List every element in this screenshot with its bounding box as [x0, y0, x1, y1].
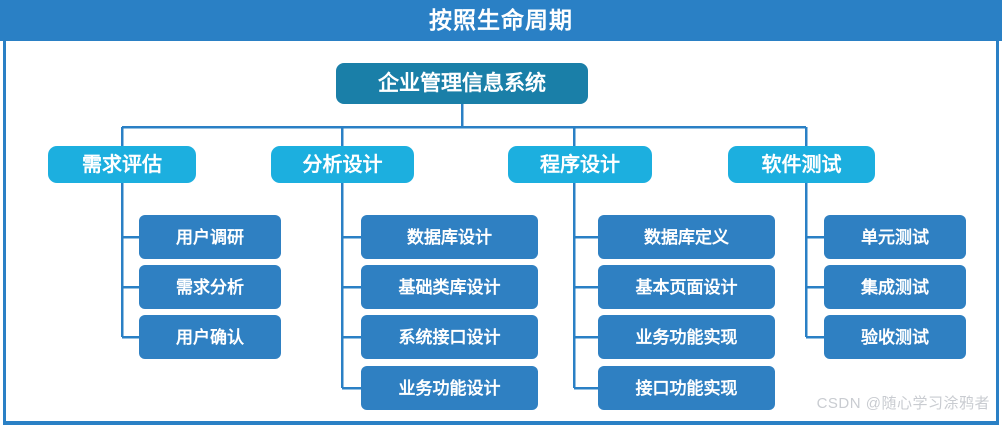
- node-branch-3[interactable]: 程序设计: [508, 146, 652, 183]
- node-branch-3-child-2[interactable]: 基本页面设计: [598, 265, 775, 309]
- node-branch-1-child-1[interactable]: 用户调研: [139, 215, 281, 259]
- node-branch-1-child-2-label: 需求分析: [176, 277, 244, 297]
- node-branch-2-child-4-label: 业务功能设计: [398, 378, 501, 398]
- node-branch-1-child-3-label: 用户确认: [176, 327, 244, 347]
- diagram-canvas: 企业管理信息系统 需求评估 分析设计 程序设计 软件测试 用户调研 需求分析: [3, 41, 999, 425]
- node-branch-4-child-1-label: 单元测试: [861, 227, 929, 247]
- node-branch-3-child-2-label: 基本页面设计: [635, 277, 738, 297]
- title-bar: 按照生命周期: [0, 0, 1002, 41]
- node-branch-1-child-3[interactable]: 用户确认: [139, 315, 281, 359]
- node-branch-2-label: 分析设计: [302, 153, 383, 176]
- node-branch-1-label: 需求评估: [82, 153, 162, 176]
- node-branch-2-child-1-label: 数据库设计: [407, 227, 492, 247]
- node-branch-4-child-2-label: 集成测试: [861, 277, 929, 297]
- node-branch-3-label: 程序设计: [540, 153, 620, 176]
- node-branch-3-child-3-label: 业务功能实现: [635, 327, 738, 347]
- page-title: 按照生命周期: [429, 7, 573, 33]
- node-branch-1-child-1-label: 用户调研: [176, 227, 244, 247]
- node-branch-3-child-4[interactable]: 接口功能实现: [598, 366, 775, 410]
- watermark: CSDN @随心学习涂鸦者: [816, 395, 990, 412]
- node-branch-2-child-1[interactable]: 数据库设计: [361, 215, 538, 259]
- node-branch-2-child-3-label: 系统接口设计: [398, 327, 501, 347]
- node-branch-4-child-3-label: 验收测试: [861, 327, 929, 347]
- node-branch-4-label: 软件测试: [761, 153, 842, 176]
- node-branch-4-child-2[interactable]: 集成测试: [824, 265, 966, 309]
- node-branch-4-child-1[interactable]: 单元测试: [824, 215, 966, 259]
- node-branch-2-child-4[interactable]: 业务功能设计: [361, 366, 538, 410]
- node-root-label: 企业管理信息系统: [378, 72, 546, 95]
- node-branch-2[interactable]: 分析设计: [271, 146, 414, 183]
- node-branch-3-child-4-label: 接口功能实现: [635, 378, 738, 398]
- node-branch-4[interactable]: 软件测试: [728, 146, 875, 183]
- node-branch-3-child-1-label: 数据库定义: [644, 227, 729, 247]
- node-branch-1-child-2[interactable]: 需求分析: [139, 265, 281, 309]
- node-branch-4-child-3[interactable]: 验收测试: [824, 315, 966, 359]
- node-root[interactable]: 企业管理信息系统: [336, 63, 588, 104]
- node-branch-2-child-3[interactable]: 系统接口设计: [361, 315, 538, 359]
- diagram-area: 企业管理信息系统 需求评估 分析设计 程序设计 软件测试 用户调研 需求分析: [6, 41, 1002, 425]
- node-branch-2-child-2-label: 基础类库设计: [398, 277, 501, 297]
- node-branch-3-child-3[interactable]: 业务功能实现: [598, 315, 775, 359]
- node-branch-1[interactable]: 需求评估: [48, 146, 196, 183]
- node-branch-3-child-1[interactable]: 数据库定义: [598, 215, 775, 259]
- node-branch-2-child-2[interactable]: 基础类库设计: [361, 265, 538, 309]
